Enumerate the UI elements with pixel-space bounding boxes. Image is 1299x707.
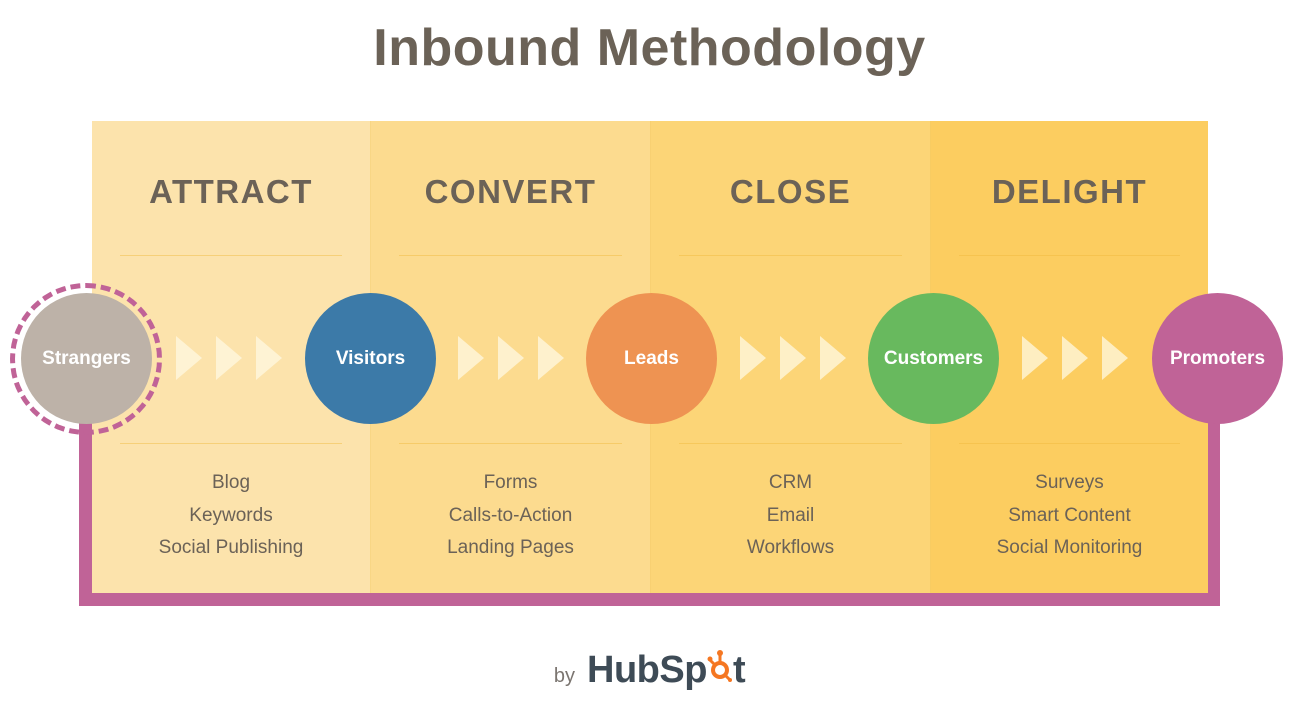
stage-heading: DELIGHT	[991, 173, 1148, 210]
tool-item: Forms	[483, 472, 538, 493]
chevron-right-icon	[498, 336, 524, 380]
chevron-right-icon	[780, 336, 806, 380]
divider	[399, 255, 622, 256]
tool-list: Surveys Smart Content Social Monitoring	[931, 467, 1208, 565]
divider	[959, 255, 1180, 256]
chevron-right-icon	[538, 336, 564, 380]
chevron-right-icon	[740, 336, 766, 380]
tool-item: CRM	[768, 472, 813, 493]
chevron-right-icon	[256, 336, 282, 380]
tool-list: Forms Calls-to-Action Landing Pages	[371, 467, 650, 565]
chevron-right-icon	[1102, 336, 1128, 380]
persona-label: Visitors	[335, 347, 406, 369]
flow-arrows	[458, 336, 564, 380]
tool-item: Blog	[211, 472, 251, 493]
byline: by HubSp t	[0, 648, 1299, 692]
chevron-right-icon	[820, 336, 846, 380]
sprocket-icon	[707, 650, 732, 682]
brand-text: HubSp	[587, 649, 707, 691]
tool-item: Landing Pages	[447, 537, 574, 558]
persona-visitors: Visitors	[305, 293, 436, 424]
persona-label: Strangers	[42, 347, 131, 369]
persona-strangers: Strangers	[21, 293, 152, 424]
brand-text: t	[732, 649, 746, 691]
stage-heading: CONVERT	[424, 173, 597, 210]
tool-item: Keywords	[189, 504, 273, 526]
tool-list: Blog Keywords Social Publishing	[92, 467, 370, 565]
tool-item: Social Monitoring	[996, 537, 1143, 558]
stage-heading: CLOSE	[729, 173, 852, 210]
by-text: by	[553, 665, 576, 687]
dashed-ring	[10, 283, 162, 435]
stage-heading: ATTRACT	[149, 173, 313, 210]
chevron-right-icon	[458, 336, 484, 380]
flow-arrows	[1022, 336, 1128, 380]
divider	[679, 255, 902, 256]
persona-label: Customers	[883, 347, 984, 369]
persona-customers: Customers	[868, 293, 999, 424]
flow-arrows	[176, 336, 282, 380]
chevron-right-icon	[1062, 336, 1088, 380]
page-title: Inbound Methodology	[373, 19, 926, 77]
chevron-right-icon	[176, 336, 202, 380]
tool-list: CRM Email Workflows	[651, 467, 930, 565]
divider	[679, 443, 902, 444]
chevron-right-icon	[216, 336, 242, 380]
divider	[120, 255, 342, 256]
hubspot-logo: HubSp t	[587, 648, 746, 692]
persona-label: Leads	[624, 347, 679, 369]
chevron-right-icon	[1022, 336, 1048, 380]
persona-label: Promoters	[1169, 347, 1266, 369]
tool-item: Social Publishing	[158, 537, 304, 558]
divider	[959, 443, 1180, 444]
divider	[399, 443, 622, 444]
tool-item: Workflows	[746, 537, 835, 558]
persona-leads: Leads	[586, 293, 717, 424]
persona-promoters: Promoters	[1152, 293, 1283, 424]
tool-item: Surveys	[1035, 472, 1104, 493]
tool-item: Smart Content	[1008, 504, 1131, 526]
tool-item: Email	[766, 504, 815, 526]
feedback-loop-frame	[79, 421, 1220, 606]
flow-arrows	[740, 336, 846, 380]
tool-item: Calls-to-Action	[448, 504, 573, 526]
divider	[120, 443, 342, 444]
